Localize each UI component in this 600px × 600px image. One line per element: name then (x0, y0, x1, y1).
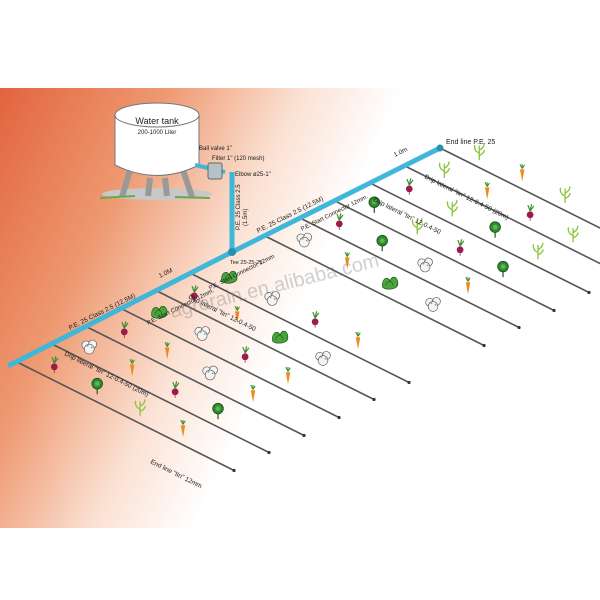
lateral-end-cap (337, 415, 341, 420)
lateral-end-cap (232, 468, 236, 473)
drip-lateral-line (439, 147, 600, 229)
drip-lateral-line (14, 360, 235, 472)
filter-icon (207, 162, 223, 180)
end-line-main-label: End line P.E. 25 (446, 139, 495, 146)
lateral-end-cap (267, 450, 271, 455)
filter-label: Filter 1" (120 mesh) (212, 156, 264, 162)
drip-lateral-line (49, 342, 270, 454)
ball-valve-label: Ball valve 1" (199, 146, 232, 152)
vertical-pipe-length: (1.5m) (243, 209, 249, 226)
drip-lateral-line (299, 217, 520, 329)
lateral-end-cap (552, 308, 556, 313)
elbow-label: Elbow ø25-1" (235, 172, 271, 178)
lateral-end-cap (302, 433, 306, 438)
lateral-end-cap (482, 343, 486, 348)
vertical-pipe-label: P.E. 25 Class 2.5 (236, 184, 242, 230)
water-tank (99, 102, 212, 200)
drip-laterals (14, 147, 600, 473)
lateral-end-cap (407, 380, 411, 385)
tank-title: Water tank (135, 116, 179, 126)
main-pipes (7, 144, 444, 368)
drip-lateral-line (369, 182, 590, 294)
tank-capacity: 200-1000 Liter (138, 130, 177, 136)
drip-lateral-line (404, 165, 600, 265)
tee-label: Tee 25-25-25 (230, 260, 262, 266)
drip-lateral-line (264, 235, 485, 347)
lateral-end-cap (372, 397, 376, 402)
lateral-end-cap (517, 325, 521, 330)
lateral-end-cap (587, 290, 591, 295)
tee-fitting (228, 248, 236, 256)
drip-lateral-line (119, 307, 340, 419)
end-cap (436, 144, 444, 152)
drip-lateral-line (84, 325, 305, 437)
drip-lateral-line (189, 272, 410, 384)
drip-lateral-line (334, 200, 555, 312)
drip-lateral-line (154, 289, 375, 401)
background-band (0, 88, 600, 528)
